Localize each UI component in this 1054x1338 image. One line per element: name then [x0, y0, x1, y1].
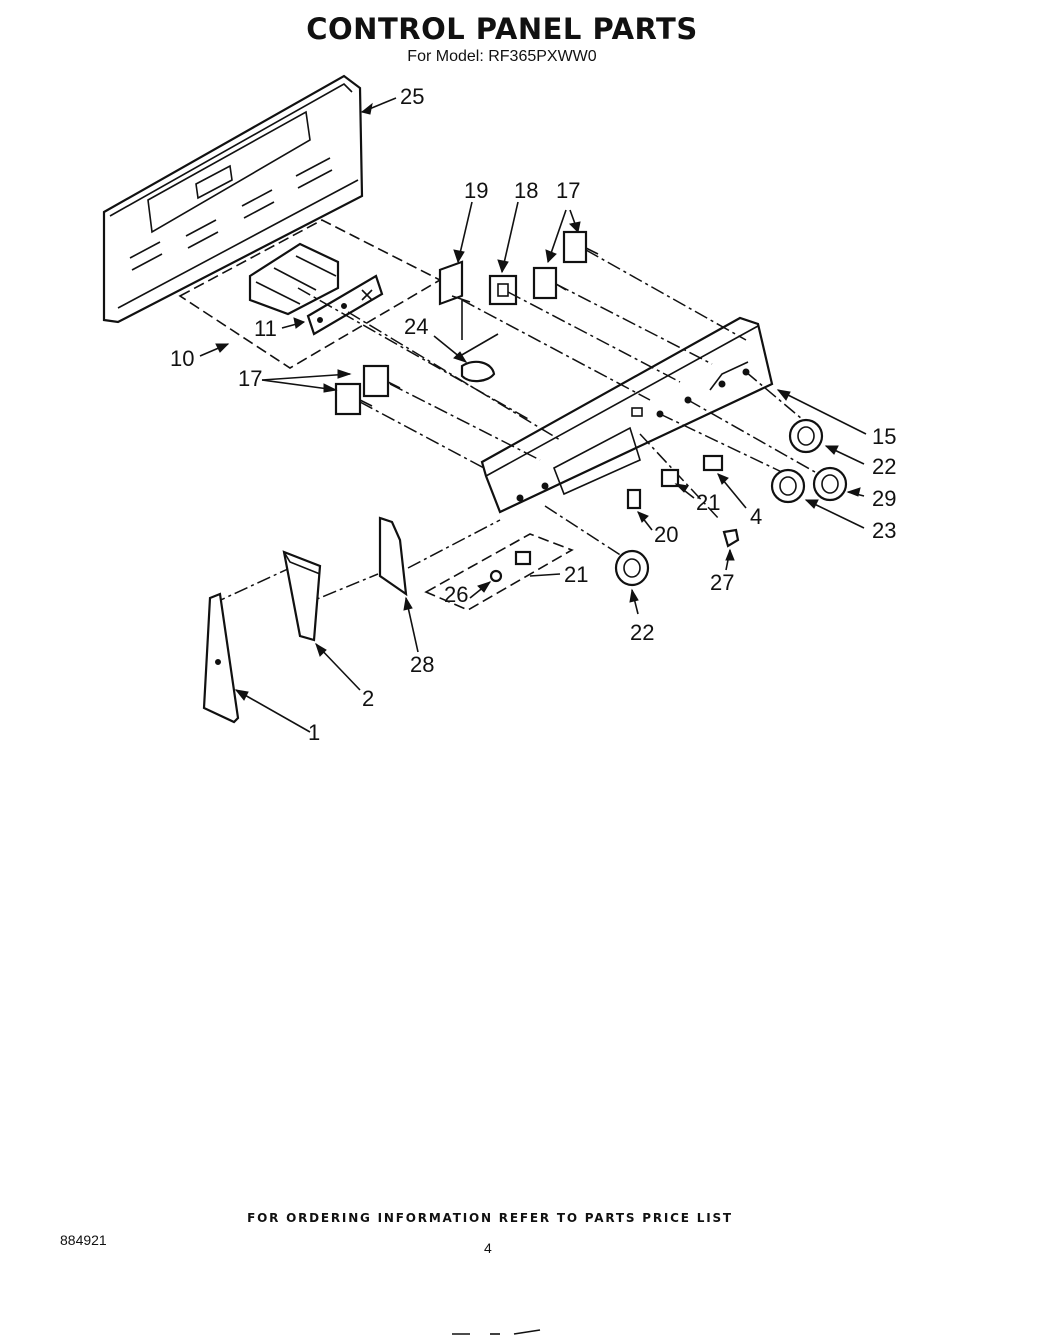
- small-part-26: [489, 569, 503, 583]
- callout-28: 28: [410, 652, 434, 677]
- bracket-part-28: [378, 516, 408, 597]
- leader-lines: [199, 97, 867, 733]
- page-title: CONTROL PANEL PARTS: [306, 12, 698, 46]
- callout-22-lower: 22: [630, 620, 654, 645]
- callout-4: 4: [750, 504, 762, 529]
- callout-17-upper: 17: [556, 178, 580, 203]
- small-part-27: [722, 528, 740, 548]
- callout-21-lower: 21: [564, 562, 588, 587]
- lower-parts-outline: [424, 533, 574, 611]
- callout-22-upper: 22: [872, 454, 896, 479]
- electronic-control-part: [248, 242, 384, 336]
- callout-23: 23: [872, 518, 896, 543]
- document-number: 884921: [60, 1232, 107, 1248]
- end-cap-part-2: [282, 550, 322, 642]
- model-subtitle: For Model: RF365PXWW0: [407, 48, 597, 65]
- switch-part-17-upper-b: [562, 230, 599, 264]
- callout-27: 27: [710, 570, 734, 595]
- switch-part-17-lower-a: [334, 382, 373, 416]
- small-part-21-upper: [660, 468, 680, 488]
- switch-part-17-lower-b: [362, 364, 401, 398]
- switch-part-18: [488, 274, 518, 306]
- ordering-info-note: FOR ORDERING INFORMATION REFER TO PARTS …: [247, 1211, 733, 1225]
- callout-24: 24: [404, 314, 428, 339]
- callout-26: 26: [444, 582, 468, 607]
- knob-part-22-upper: [788, 418, 824, 454]
- callout-1: 1: [308, 720, 320, 745]
- small-part-4: [702, 454, 724, 472]
- switch-part-17-upper-a: [532, 266, 567, 300]
- small-part-21-lower: [514, 550, 532, 566]
- knob-part-23: [770, 468, 806, 504]
- knob-part-22-lower: [614, 549, 650, 587]
- control-panel-part: [480, 316, 774, 514]
- assembly-lines: [211, 249, 823, 607]
- scan-mark: [513, 1329, 541, 1335]
- clip-part-24: [459, 333, 499, 383]
- callout-17-lower: 17: [238, 366, 262, 391]
- callout-25: 25: [400, 84, 424, 109]
- callout-20: 20: [654, 522, 678, 547]
- callout-10: 10: [170, 346, 194, 371]
- switch-part-19: [438, 260, 471, 340]
- rear-panel-part: [102, 74, 364, 324]
- knob-part-29: [812, 466, 848, 502]
- side-trim-part-1: [202, 592, 240, 724]
- callout-29: 29: [872, 486, 896, 511]
- callout-15: 15: [872, 424, 896, 449]
- callout-21-upper: 21: [696, 490, 720, 515]
- callout-11: 11: [254, 316, 277, 341]
- callout-19: 19: [464, 178, 488, 203]
- small-part-20: [626, 488, 642, 510]
- callout-18: 18: [514, 178, 538, 203]
- page-number: 4: [484, 1240, 492, 1256]
- callout-2: 2: [362, 686, 374, 711]
